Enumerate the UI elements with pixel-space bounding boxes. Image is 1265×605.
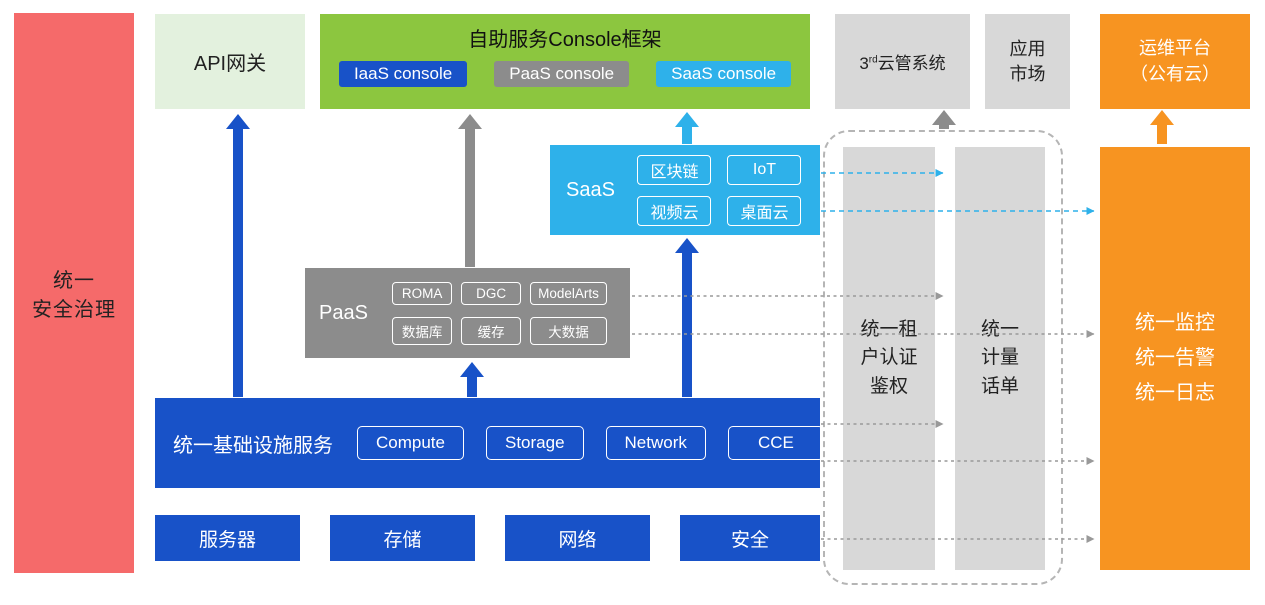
saas-box: SaaS 区块链 IoT 视频云 桌面云 [550,145,820,235]
console-framework-box: 自助服务Console框架 IaaS console PaaS console … [320,14,810,109]
paas-item-database: 数据库 [392,316,453,345]
arrow-iaas-to-saas [675,238,699,397]
app-market-label: 应用 市场 [1009,39,1046,84]
iaas-item-network: Network [605,426,706,460]
saas-item-blockchain: 区块链 [637,154,712,185]
paas-item-modelarts: ModelArts [530,281,607,305]
monitoring-label: 统一监控 统一告警 统一日志 [1135,312,1215,404]
iaas-console-chip: IaaS console [338,61,468,87]
metering-bar: 统一 计量 话单 [955,147,1045,570]
ops-platform-box: 运维平台 （公有云） [1100,14,1250,109]
tenant-auth-bar: 统一租 户认证 鉴权 [843,147,935,570]
network-box: 网络 [505,515,650,561]
saas-item-iot: IoT [727,154,802,185]
monitoring-bar: 统一监控 统一告警 统一日志 [1100,147,1250,570]
arrow-to-ops-platform [1150,110,1174,144]
saas-console-chip: SaaS console [656,61,792,87]
metering-label: 统一 计量 话单 [980,318,1019,397]
arrow-iaas-to-api-gateway [226,114,250,397]
third-party-cloud-num: 3 [859,54,869,73]
server-label: 服务器 [198,529,256,551]
paas-item-bigdata: 大数据 [530,316,607,345]
paas-label: PaaS [319,301,368,324]
iaas-item-cce: CCE [727,426,824,460]
storage-box: 存储 [330,515,475,561]
ops-platform-label: 运维平台 （公有云） [1130,38,1220,84]
storage-label: 存储 [383,529,422,551]
console-framework-title: 自助服务Console框架 [468,29,662,51]
paas-console-chip: PaaS console [494,61,630,87]
arrow-to-third-party-cloud [932,110,956,129]
iaas-label: 统一基础设施服务 [173,434,333,457]
saas-item-desktop-cloud: 桌面云 [727,195,802,226]
saas-service-grid: 区块链 IoT 视频云 桌面云 [631,154,808,226]
security-governance-bar: 统一 安全治理 [14,13,134,573]
third-party-cloud-sup: rd [868,54,878,66]
security-box: 安全 [680,515,820,561]
iaas-box: 统一基础设施服务 Compute Storage Network CCE [155,398,824,488]
saas-item-video-cloud: 视频云 [637,195,712,226]
paas-item-cache: 缓存 [461,316,522,345]
paas-service-grid: ROMA DGC ModelArts 数据库 缓存 大数据 [381,281,618,345]
third-party-cloud-box: 3rd云管系统 [835,14,970,109]
iaas-service-row: Compute Storage Network CCE [357,426,824,460]
paas-item-roma: ROMA [392,281,453,305]
api-gateway-label: API网关 [193,53,267,75]
server-box: 服务器 [155,515,300,561]
security-governance-label: 统一 安全治理 [32,270,116,321]
arrow-iaas-to-paas [460,362,484,397]
arrow-saas-to-console [675,112,699,144]
iaas-item-storage: Storage [485,426,584,460]
app-market-box: 应用 市场 [985,14,1070,109]
third-party-cloud-rest: 云管系统 [877,54,946,73]
paas-item-dgc: DGC [461,281,522,305]
console-chip-row: IaaS console PaaS console SaaS console [320,61,810,87]
api-gateway-box: API网关 [155,14,305,109]
iaas-item-compute: Compute [357,426,464,460]
network-label: 网络 [558,529,597,551]
security-label: 安全 [730,529,769,551]
tenant-auth-label: 统一租 户认证 鉴权 [860,318,918,397]
third-party-cloud-label: 3rd云管系统 [859,49,945,74]
saas-label: SaaS [566,178,615,201]
tenant-services-dashed-frame [823,130,1063,585]
paas-box: PaaS ROMA DGC ModelArts 数据库 缓存 大数据 [305,268,630,358]
arrow-paas-to-console [458,114,482,267]
